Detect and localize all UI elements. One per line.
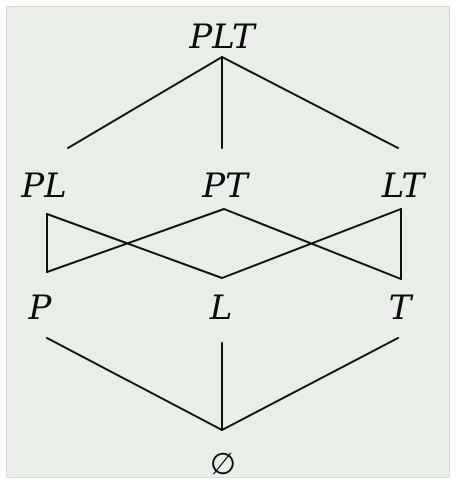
edge-pl-l — [46, 213, 223, 279]
edge-p-empty — [46, 337, 223, 431]
edge-plt-pl — [67, 56, 223, 149]
edge-lt-l — [221, 208, 402, 279]
node-lt: LT — [381, 166, 427, 206]
node-pl: PL — [20, 166, 66, 206]
edge-t-empty — [221, 337, 399, 431]
edge-plt-lt — [221, 56, 399, 149]
node-p: P — [28, 288, 53, 328]
node-pt: PT — [201, 166, 250, 206]
node-l: L — [209, 288, 233, 328]
node-empty-set: ∅ — [210, 447, 236, 482]
node-plt: PLT — [188, 17, 257, 57]
node-t: T — [389, 288, 414, 328]
diagram-panel — [6, 6, 450, 478]
edge-pt-p — [46, 208, 225, 273]
